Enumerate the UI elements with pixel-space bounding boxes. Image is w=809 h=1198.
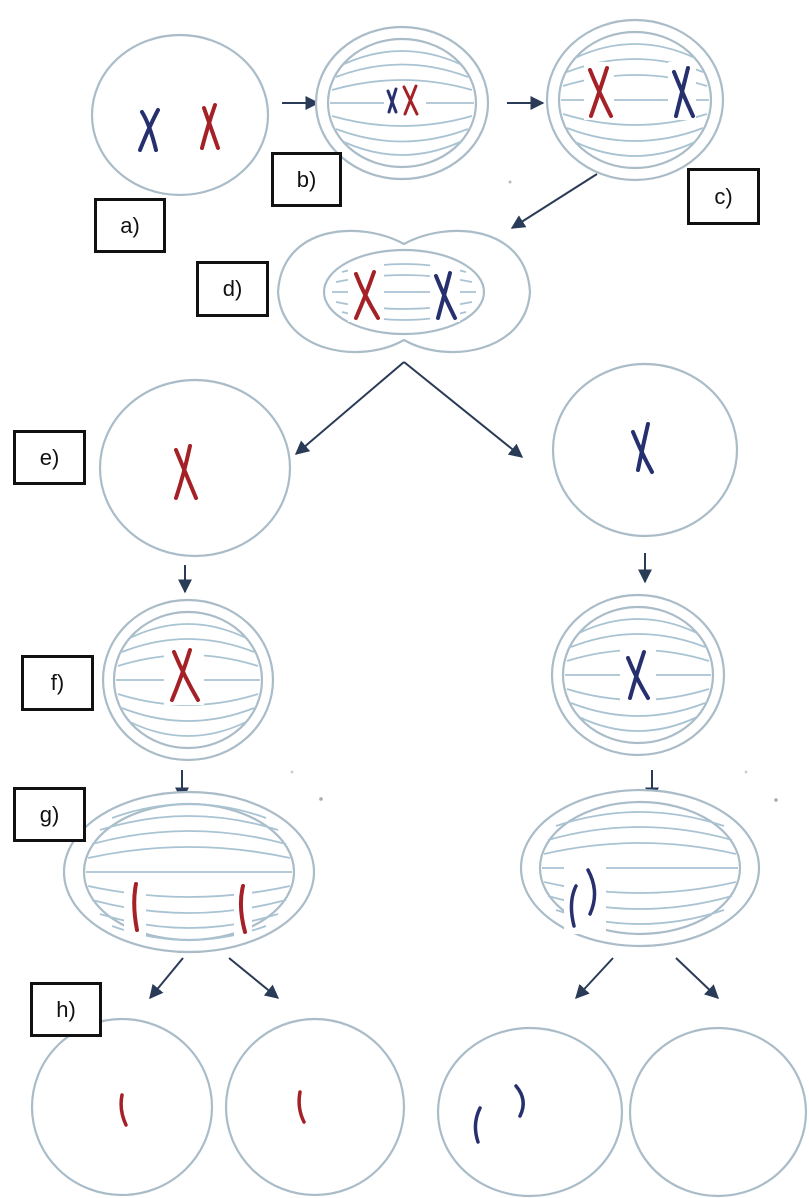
cell-b-spindle	[314, 25, 490, 181]
chromosome-red	[402, 84, 419, 116]
chromosome-blue	[386, 87, 398, 114]
dot-mark	[744, 770, 748, 774]
cell-a-interphase	[90, 33, 270, 197]
arrow-g-to-h-right-a	[575, 957, 614, 1000]
label-e: e)	[13, 430, 86, 485]
arrow-d-to-e-left	[294, 361, 405, 455]
chromosome-blue	[434, 271, 457, 320]
chromosome-red	[588, 66, 613, 118]
chromatid-red	[132, 882, 139, 932]
label-h: h)	[30, 982, 102, 1037]
chromosome-red	[200, 103, 220, 150]
chromosome-red	[170, 648, 200, 702]
cell-f-right	[550, 593, 726, 757]
cell-e-right	[551, 362, 739, 538]
cell-h-4	[628, 1026, 808, 1198]
arrow-d-to-e-right	[403, 361, 524, 458]
label-f: f)	[21, 655, 94, 711]
chromosome-red	[354, 270, 380, 320]
cell-h-2	[224, 1017, 406, 1197]
chromosome-blue	[631, 422, 654, 474]
cell-g-right	[519, 788, 761, 948]
cell-c-metaphase	[545, 18, 725, 182]
arrow-g-to-h-right-b	[675, 957, 720, 999]
label-b: b)	[271, 152, 342, 207]
chromatid-red	[238, 884, 247, 934]
chromosome-blue	[672, 66, 695, 118]
chromatid-blue	[514, 1084, 525, 1118]
label-a: a)	[94, 198, 166, 253]
chromatid-red	[297, 1090, 306, 1124]
arrow-g-to-h-left-b	[228, 957, 280, 999]
chromosome-blue	[138, 108, 160, 152]
dot-mark	[319, 797, 323, 801]
arrow-g-to-h-left-a	[149, 957, 184, 1000]
cell-d-cytokinesis	[276, 229, 532, 354]
label-c: c)	[687, 168, 760, 225]
cell-h-3	[436, 1026, 624, 1198]
chromosome-blue	[626, 650, 650, 700]
chromosome-red	[174, 444, 198, 500]
cell-g-left	[62, 790, 316, 954]
label-g: g)	[13, 787, 86, 842]
cell-h-1	[30, 1017, 214, 1197]
label-d: d)	[196, 261, 269, 317]
dot-mark	[774, 798, 778, 802]
chromatid-blue	[473, 1106, 482, 1144]
cell-e-left	[98, 378, 292, 558]
chromatid-red	[119, 1093, 128, 1127]
cell-f-left	[101, 598, 275, 762]
dot-mark	[290, 770, 294, 774]
chromatid-blue	[569, 884, 578, 928]
arrow-c-to-d	[510, 173, 598, 229]
dot-mark	[508, 180, 512, 184]
chromatid-blue	[586, 868, 597, 916]
